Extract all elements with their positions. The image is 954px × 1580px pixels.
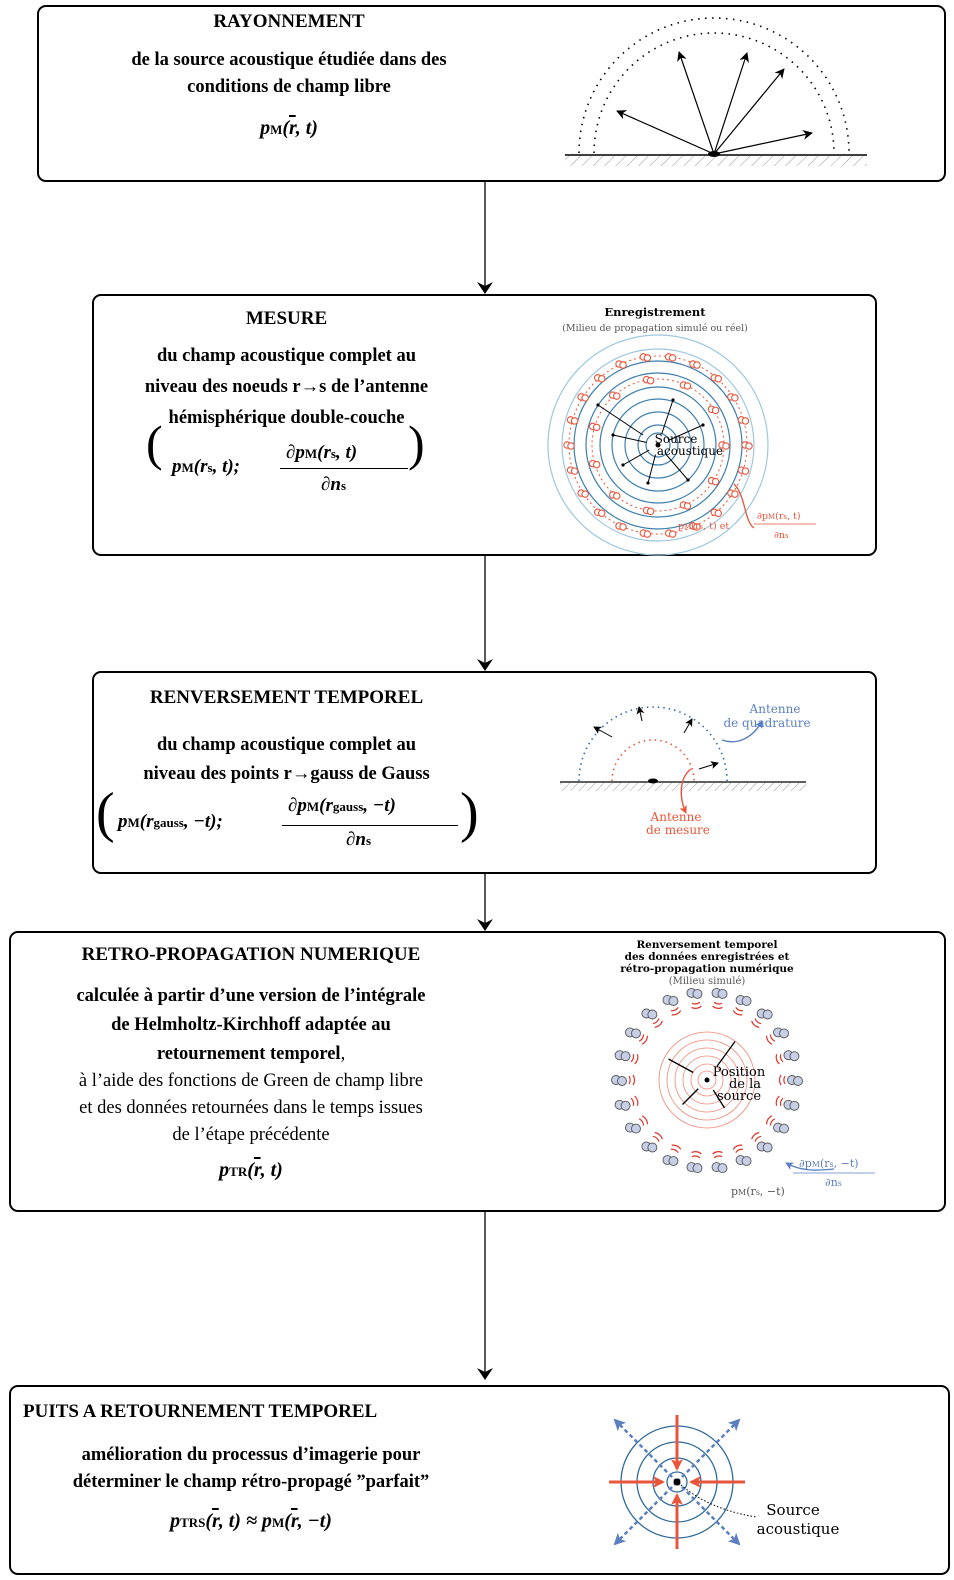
- sink-label-1: Source: [766, 1501, 820, 1519]
- svg-text:∂ns: ∂ns: [774, 530, 789, 541]
- retro-annotation-blue: ∂pM(rs, −t): [799, 1157, 859, 1170]
- retro-rings: [611, 987, 803, 1174]
- retro-annotation-gray: pM(rs, −t): [731, 1185, 785, 1198]
- step-2-line-3: hémisphérique double-couche: [168, 408, 405, 428]
- step-2-title: MESURE: [245, 308, 328, 329]
- step-4-line-4: à l’aide des fonctions de Green de champ…: [78, 1071, 424, 1091]
- step-4-line-3-text: retournement temporel: [156, 1044, 341, 1064]
- step-5-line-1: amélioration du processus d’imagerie pou…: [81, 1445, 421, 1465]
- recording-subheading: (Milieu de propagation simulé ou réel): [562, 323, 748, 334]
- step-4-line-5: et des données retournées dans le temps …: [79, 1098, 423, 1118]
- step-1-line-2: conditions de champ libre: [187, 77, 391, 97]
- step-4-line-3: retournement temporel,: [156, 1044, 346, 1064]
- step-5-line-2: déterminer le champ rétro-propagé ”parfa…: [72, 1472, 430, 1492]
- step-3-title: RENVERSEMENT TEMPOREL: [149, 687, 424, 708]
- step-rayonnement: RAYONNEMENT de la source acoustique étud…: [37, 5, 946, 182]
- recording-rings: [547, 334, 769, 556]
- recording-figure: Enregistrement (Milieu de propagation si…: [547, 305, 816, 556]
- step-5-title: PUITS A RETOURNEMENT TEMPOREL: [23, 1401, 378, 1422]
- retro-heading-3: rétro-propagation numérique: [620, 963, 794, 975]
- step-1-formula: pM(r, t): [260, 117, 318, 139]
- step-4-title: RETRO-PROPAGATION NUMERIQUE: [81, 944, 421, 965]
- step-mesure: MESURE du champ acoustique complet au ni…: [92, 294, 877, 556]
- recording-annotation: pM(rs, t) et: [678, 521, 729, 532]
- retro-figure: Renversement temporel des données enregi…: [611, 939, 875, 1198]
- step-3-line-2: niveau des points r→gauss de Gauss: [143, 764, 430, 784]
- step-4-line-1: calculée à partir d’une version de l’int…: [76, 986, 426, 1006]
- step-4-formula: pTR(r, t): [219, 1159, 283, 1181]
- retro-heading-1: Renversement temporel: [636, 939, 777, 951]
- quadrature-antenna-label-1: Antenne: [749, 702, 801, 716]
- svg-text:∂ns: ∂ns: [825, 1176, 842, 1189]
- quadrature-antenna-label-2: de quadrature: [723, 716, 810, 730]
- retro-center-label-2: de la: [729, 1077, 761, 1092]
- step-renversement: RENVERSEMENT TEMPOREL du champ acoustiqu…: [92, 671, 877, 874]
- step-5-formula: pTRS(r, t) ≈ pM(r, −t): [170, 1510, 332, 1532]
- step-1-line-1: de la source acoustique étudiée dans des: [131, 50, 447, 70]
- reversal-figure: Antenne de quadrature Antenne de mesure: [560, 702, 811, 837]
- retro-center-label-1: Position: [713, 1065, 766, 1080]
- sink-label-2: acoustique: [757, 1520, 840, 1538]
- step-4-line-6: de l’étape précédente: [172, 1125, 330, 1145]
- step-3-line-1: du champ acoustique complet au: [156, 735, 417, 755]
- step-retro-propagation: RETRO-PROPAGATION NUMERIQUE calculée à p…: [9, 931, 946, 1212]
- retro-subheading: (Milieu simulé): [669, 976, 746, 987]
- step-puits: PUITS A RETOURNEMENT TEMPOREL améliorati…: [9, 1385, 950, 1575]
- step-4-line-2: de Helmholtz-Kirchhoff adaptée au: [111, 1015, 391, 1035]
- sink-figure: Source acoustique: [609, 1415, 840, 1549]
- recording-heading: Enregistrement: [604, 305, 706, 319]
- step-1-title: RAYONNEMENT: [213, 11, 365, 32]
- step-2-line-1: du champ acoustique complet au: [156, 346, 417, 366]
- retro-center-label-3: source: [717, 1089, 761, 1104]
- recording-center-label-1: Source: [655, 432, 698, 446]
- step-2-line-2: niveau des noeuds r→s de l’antenne: [144, 377, 429, 397]
- measurement-antenna-label-1: Antenne: [650, 810, 702, 824]
- svg-text:∂pM(rs, t): ∂pM(rs, t): [757, 511, 801, 522]
- radiation-figure: [565, 17, 867, 166]
- retro-heading-2: des données enregistrées et: [625, 951, 790, 963]
- measurement-antenna-label-2: de mesure: [646, 823, 710, 837]
- recording-center-label-2: acoustique: [657, 444, 723, 458]
